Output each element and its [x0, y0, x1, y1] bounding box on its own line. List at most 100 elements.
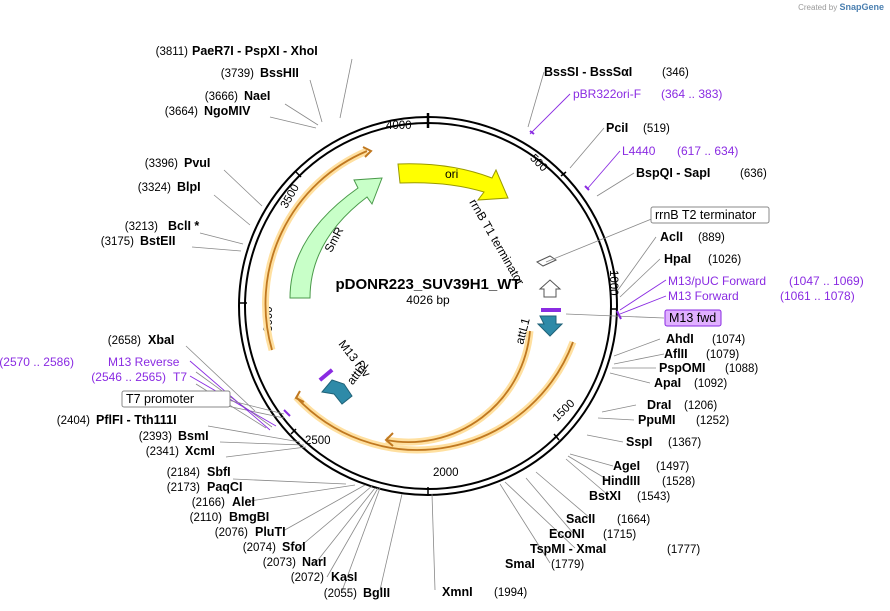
primer-m13-fwd-box [664, 309, 722, 327]
tick-label-2000: 2000 [433, 467, 459, 479]
rrnb-t2-symbol [538, 279, 562, 298]
attl1-label: attL1 [512, 316, 533, 346]
cds-arc-left-head [362, 146, 373, 158]
site-sacii: SacII [566, 512, 595, 526]
plasmid-name: pDONR223_SUV39H1_WT [335, 276, 520, 293]
site-pos-nari: (2073) [263, 557, 296, 569]
site-pspomi: PspOMI [659, 361, 706, 375]
site-ppumi: PpuMI [638, 413, 676, 427]
site-bglii: BglII [363, 586, 390, 600]
snapgene-branding: Created by SnapGene [798, 2, 884, 12]
site-pos-bmgbi: (2110) [190, 512, 223, 524]
primer-m13-forward: M13 Forward [668, 289, 739, 303]
site-bsteii: BstEII [140, 234, 175, 248]
site-kasi: KasI [331, 570, 357, 584]
site-bcli: BclI * [168, 219, 199, 233]
site-econi: EcoNI [549, 527, 584, 541]
site-pos-paqci: (2173) [167, 482, 200, 494]
site-pos-kasi: (2072) [291, 572, 324, 584]
site-pflfi: PflFI - Tth111I [96, 413, 177, 427]
site-ahdi: AhdI [666, 332, 694, 346]
site-pos-pvui: (3396) [145, 158, 178, 170]
sites-left: (3811) PaeR7I - PspXI - XhoI (3739) BssH… [57, 44, 390, 600]
site-alei: AleI [232, 495, 255, 509]
cds-arc-bottom-head [294, 390, 305, 403]
attl1-feature [536, 315, 564, 337]
site-smai: SmaI [505, 557, 535, 571]
primer-pos-m13-forward: (1061 .. 1078) [780, 289, 855, 303]
primer-labels: pBR322ori-F (364 .. 383) L4440 (617 .. 6… [0, 87, 864, 384]
primer-l4440: L4440 [622, 144, 656, 158]
primer-m13-puc: M13/pUC Forward [668, 274, 766, 288]
cds-arc-bottom [295, 341, 574, 451]
site-pos-sbfi: (2184) [167, 467, 200, 479]
site-xbai: XbaI [148, 333, 174, 347]
t7-promoter-box [121, 390, 231, 408]
primer-mark-m13rev [318, 368, 334, 382]
site-drai: DraI [647, 398, 671, 412]
site-pos-apai: (1092) [694, 378, 727, 390]
primer-mark-m13fwd [541, 308, 561, 312]
site-pos-drai: (1206) [684, 400, 717, 412]
site-bsssi: BssSI - BssSαI [544, 65, 632, 79]
site-pos-bsmi: (2393) [139, 431, 172, 443]
site-pos-hpai: (1026) [708, 254, 741, 266]
site-pos-tspmi: (1777) [667, 544, 700, 556]
site-bsshii: BssHII [260, 66, 299, 80]
primer-pbr322ori-f: pBR322ori-F [573, 87, 641, 101]
site-paqci: PaqCI [207, 480, 242, 494]
cds-arc-left [264, 150, 368, 351]
primer-pos-m13-puc: (1047 .. 1069) [789, 274, 864, 288]
site-pos-aflii: (1079) [706, 349, 739, 361]
primer-tick-t7 [283, 409, 291, 417]
rrnb-t2-label: rrnB T2 terminator [655, 208, 756, 222]
rrnb-t2-leader [545, 217, 655, 263]
site-aflii: AflII [664, 347, 688, 361]
primer-m13-fwd: M13 fwd [669, 311, 716, 325]
site-pos-bsteii: (3175) [101, 236, 134, 248]
site-pos-paer7i: (3811) [156, 46, 189, 58]
tick-3500 [295, 171, 302, 178]
site-pos-smai: (1779) [551, 559, 584, 571]
site-pos-xmni: (1994) [494, 587, 527, 599]
site-sfoi: SfoI [282, 540, 306, 554]
site-pos-bglii: (2055) [324, 588, 357, 600]
site-pos-pspomi: (1088) [725, 363, 758, 375]
site-pos-xbai: (2658) [108, 335, 141, 347]
site-xmni: XmnI [442, 585, 473, 599]
tick-500 [560, 171, 567, 177]
ori-label: ori [445, 167, 458, 181]
m13fwd-leader [565, 313, 665, 319]
t7-promoter-leader [227, 399, 285, 415]
site-apai: ApaI [654, 376, 681, 390]
rrnb-t1-label: rrnB T1 terminator [466, 197, 527, 288]
site-bsmi: BsmI [178, 429, 209, 443]
cds-arc-inner [385, 330, 531, 443]
sites-right: XmnI (1994) SmaI (1779) TspMI - XmaI (17… [442, 65, 767, 599]
primer-tick-m13fwd [616, 310, 622, 320]
primer-t7: T7 [173, 370, 187, 384]
tick-label-2500: 2500 [305, 435, 331, 447]
site-pos-xcmi: (2341) [146, 446, 179, 458]
primer-tick-pbr322 [529, 130, 535, 135]
site-pos-bspqi: (636) [740, 168, 767, 180]
site-pos-econi: (1715) [603, 529, 636, 541]
site-blpi: BlpI [177, 180, 201, 194]
site-paer7i: PaeR7I - PspXI - XhoI [192, 44, 318, 58]
site-acli: AclI [660, 230, 683, 244]
site-pos-sacii: (1664) [617, 514, 650, 526]
rrnb-t2-box [650, 206, 770, 224]
site-bmgbi: BmgBI [229, 510, 269, 524]
site-pos-blpi: (3324) [138, 182, 171, 194]
site-ngomiv: NgoMIV [204, 104, 251, 118]
site-pos-naei: (3666) [205, 91, 238, 103]
rrnb-t1-symbol [535, 255, 558, 267]
ori-feature [397, 163, 509, 201]
site-pos-pcii: (519) [643, 123, 670, 135]
site-pcii: PciI [606, 121, 628, 135]
site-pos-sspi: (1367) [668, 437, 701, 449]
site-hpai: HpaI [664, 252, 691, 266]
site-xcmi: XcmI [185, 444, 215, 458]
site-pos-bsssi: (346) [662, 67, 689, 79]
site-pos-acli: (889) [698, 232, 725, 244]
